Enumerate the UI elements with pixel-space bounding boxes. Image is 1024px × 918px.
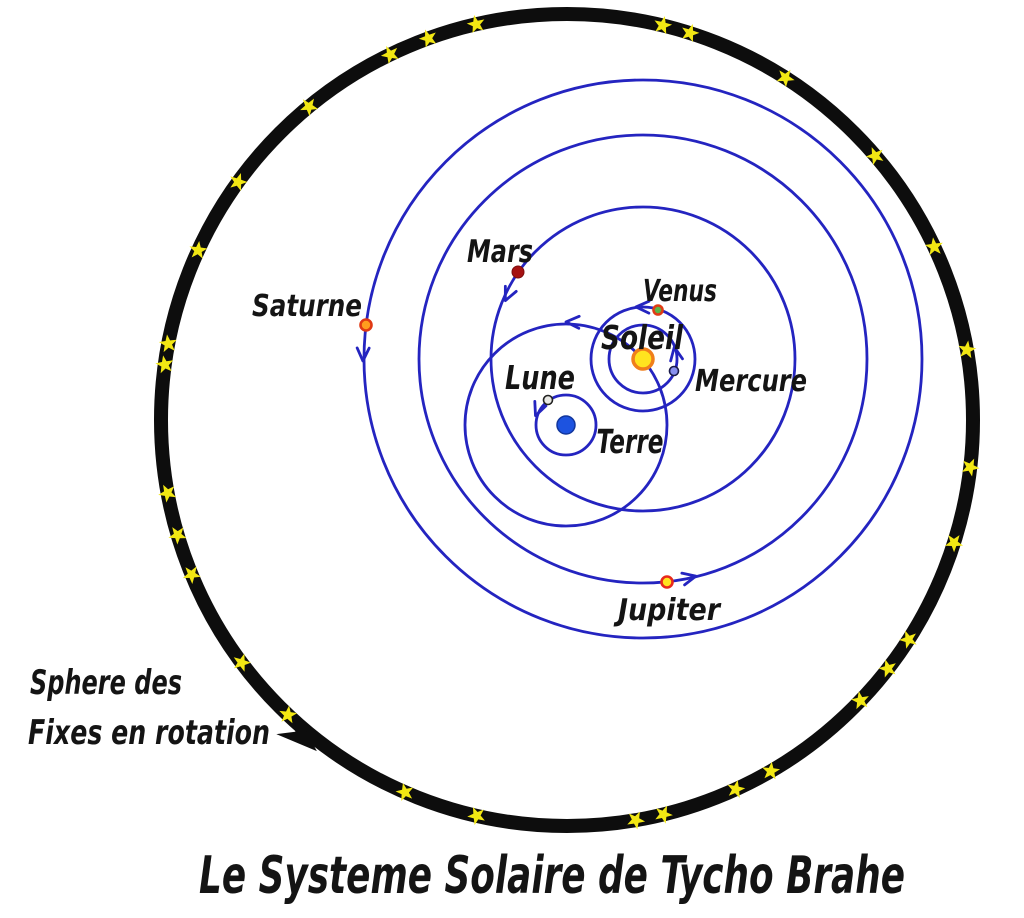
ring-star-icon [233, 653, 252, 672]
planet-dots-layer [359, 265, 680, 589]
label-saturne: Saturne [252, 289, 362, 324]
ring-star-icon [924, 237, 943, 256]
ring-star-icon [865, 147, 884, 166]
jupiter-orbit-arrow-icon [680, 571, 698, 587]
ring-star-icon [279, 705, 298, 724]
ring-star-icon [182, 566, 201, 584]
ring-star-icon [655, 805, 673, 824]
sphere-caption-line1: Sphere des [30, 663, 182, 703]
ring-star-icon [851, 691, 869, 710]
ring-star-icon [158, 484, 177, 503]
ring-stars-layer [155, 15, 980, 830]
soleil-dot [631, 347, 655, 371]
ring-star-icon [961, 458, 980, 477]
mercury-orbit-arrow-icon [669, 345, 684, 363]
ring-star-icon [899, 630, 917, 649]
label-soleil: Soleil [601, 318, 684, 357]
ring-star-icon [189, 240, 208, 259]
label-mercure: Mercure [695, 364, 807, 399]
ring-star-icon [300, 98, 319, 117]
ring-star-icon [654, 16, 673, 35]
fixed-stars-ring-layer [154, 7, 980, 833]
diagram-title: Le Systeme Solaire de Tycho Brahe [199, 846, 905, 906]
mars-orbit-circle [489, 205, 797, 513]
mars-orbit-arrow-icon [503, 284, 518, 303]
ring-star-icon [230, 172, 248, 192]
ring-star-icon [155, 355, 174, 374]
ring-star-icon [682, 23, 700, 43]
terre-dot [556, 415, 576, 435]
moon-orbit-circle [534, 393, 598, 457]
mercure-dot [668, 365, 680, 377]
ring-star-icon [466, 15, 485, 34]
ring-star-icon [467, 807, 485, 826]
label-lune: Lune [505, 358, 575, 397]
ring-star-icon [958, 340, 977, 359]
jupiter-dot [660, 575, 674, 589]
sphere-rotation-arrow [276, 713, 317, 752]
ring-star-icon [944, 535, 964, 553]
ring-star-icon [158, 334, 177, 353]
moon-orbit-arrow-icon [533, 400, 548, 418]
ring-star-icon [776, 69, 795, 88]
ring-star-icon [168, 527, 187, 545]
label-mars: Mars [467, 234, 533, 270]
ring-star-icon [878, 659, 896, 678]
ring-star-icon [380, 45, 399, 64]
orbit-circles-layer [362, 78, 924, 640]
label-terre: Terre [597, 422, 664, 461]
ring-star-icon [762, 761, 781, 780]
jupiter-orbit-circle [417, 133, 869, 585]
sun-orbit-circle [463, 322, 669, 528]
venus-dot [652, 304, 664, 316]
sun-orbit-arrow-icon [564, 314, 581, 330]
ring-star-icon [627, 811, 646, 830]
ring-star-icon [418, 29, 437, 48]
mercury-orbit-circle [607, 323, 679, 395]
saturne-dot [359, 318, 373, 332]
fixed-stars-sphere-ring [154, 7, 980, 833]
saturn-orbit-arrow-icon [355, 346, 371, 363]
ring-star-icon [727, 779, 746, 798]
ring-star-icon [395, 783, 414, 802]
venus-orbit-circle [589, 305, 697, 413]
venus-orbit-arrow-icon [634, 299, 651, 315]
lune-dot [542, 394, 554, 406]
orbit-arrows-layer [355, 284, 698, 587]
mars-dot [511, 265, 525, 279]
sphere-caption-line2: Fixes en rotation [28, 713, 270, 753]
label-venus: Venus [643, 274, 717, 309]
label-jupiter: Jupiter [614, 593, 722, 628]
